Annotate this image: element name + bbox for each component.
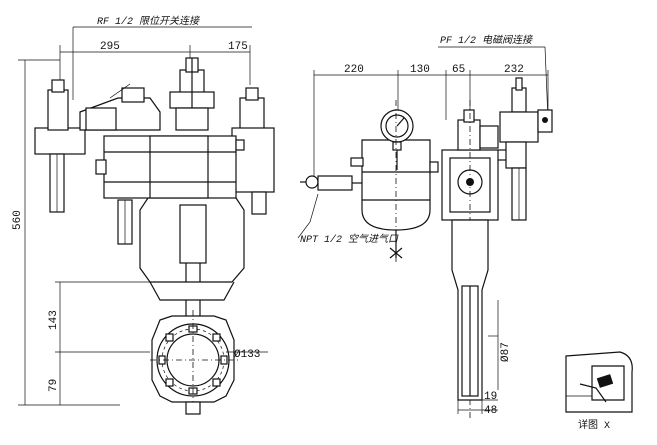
dim-19: 19 <box>484 391 497 403</box>
detail-x: 详图 X <box>565 351 633 432</box>
npt-note: NPT 1/2 空气进气口 <box>300 233 399 246</box>
left-bracket <box>34 127 86 155</box>
limit-switch-note: RF 1/2 限位开关连接 <box>97 15 201 28</box>
dim-232: 232 <box>504 64 524 76</box>
dim-48: 48 <box>484 405 497 417</box>
solenoid-note: PF 1/2 电磁阀连接 <box>440 34 534 47</box>
dim-130: 130 <box>410 64 430 76</box>
dim-175: 175 <box>228 41 248 53</box>
dim-65: 65 <box>452 64 465 76</box>
inlet-fitting <box>305 175 319 189</box>
dim-560: 560 <box>12 210 24 230</box>
detail-x-label: 详图 X <box>578 418 610 432</box>
dim-79: 79 <box>48 379 60 392</box>
front-view: RF 1/2 限位开关连接 295 175 560 143 79 <box>12 15 275 415</box>
yoke <box>139 197 245 283</box>
dim-phi133: Ø133 <box>234 349 260 361</box>
dim-220: 220 <box>344 64 364 76</box>
dim-phi87: Ø87 <box>500 342 512 362</box>
side-view: PF 1/2 电磁阀连接 220 130 65 232 <box>297 34 553 420</box>
solenoid-valve <box>498 77 553 221</box>
dim-295: 295 <box>100 41 120 53</box>
dim-143: 143 <box>48 310 60 330</box>
